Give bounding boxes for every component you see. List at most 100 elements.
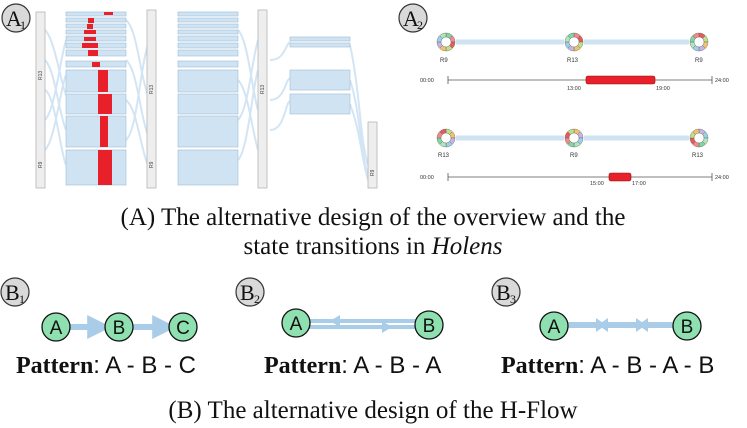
timeline-range-start: 13:00	[567, 86, 581, 92]
pattern-b2-label: Pattern	[264, 353, 341, 379]
panel-b1: B 1 A B C Pattern: A - B - C	[0, 277, 198, 379]
panel-a1: A 1	[1, 3, 378, 189]
hflow-node-c: C	[168, 312, 198, 342]
overview-column-3	[289, 36, 351, 115]
hflow-node-label: B	[113, 318, 126, 339]
overview-axis-labels: R13 R9 R13 R9 R13 R9	[38, 71, 376, 176]
ring-center	[693, 132, 705, 144]
hflow-node-a: A	[281, 308, 311, 338]
overview-axis-label: R9	[370, 169, 376, 176]
timeline-range-bar	[585, 75, 656, 85]
region-ring-icon	[564, 128, 584, 148]
overview-axis-2	[146, 9, 157, 189]
hflow-node-label: A	[50, 318, 63, 339]
caption-b: (B) The alternative design of the H-Flow	[168, 397, 577, 424]
badge-b2: B 2	[235, 277, 265, 307]
timeline-start-label: 00:00	[420, 175, 434, 181]
pattern-b2: Pattern: A - B - A	[264, 352, 441, 379]
badge-b1-letter: B	[5, 280, 20, 305]
ring-label: R13	[692, 153, 704, 159]
hflow-edge-bidirectional	[306, 315, 416, 333]
overview-axes	[35, 9, 378, 189]
ring-label: R9	[440, 58, 448, 64]
badge-b3-letter: B	[496, 280, 511, 305]
timeline-start-label: 00:00	[420, 78, 434, 84]
ring-center	[693, 36, 705, 48]
timeline-end-label: 24:00	[715, 78, 729, 84]
badge-a1-index: 1	[20, 18, 26, 32]
hflow-node-a: A	[41, 312, 71, 342]
badge-a2: A 2	[398, 3, 428, 33]
region-ring-icon	[436, 32, 456, 52]
caption-a-line-2: state transitions in Holens	[244, 233, 503, 260]
hflow-node-label: A	[290, 314, 303, 335]
overview-column-2	[177, 11, 239, 186]
overview-axis-label: R9	[38, 161, 44, 168]
badge-b2-index: 2	[254, 292, 260, 306]
badge-b1-index: 1	[19, 292, 25, 306]
timeline-end-label: 24:00	[715, 175, 729, 181]
region-ring-icon	[689, 128, 709, 148]
hflow-node-label: B	[681, 317, 694, 338]
timeline-range-end: 19:00	[656, 86, 670, 92]
caption-a-line-1: (A) The alternative design of the overvi…	[121, 204, 626, 231]
hflow-node-b: B	[414, 310, 444, 340]
badge-b2-letter: B	[240, 280, 255, 305]
hflow-node-label: B	[423, 316, 436, 337]
pattern-b3: Pattern: A - B - A - B	[501, 352, 714, 379]
badge-a2-letter: A	[403, 6, 419, 31]
pattern-b3-sequence: : A - B - A - B	[578, 352, 714, 379]
pattern-b3-label: Pattern	[501, 353, 578, 379]
timeline-row-2: 00:00 24:00 15:00 17:00	[420, 172, 729, 187]
ring-center	[568, 132, 580, 144]
overview-axis-3	[257, 9, 268, 189]
hflow-node-label: A	[548, 317, 561, 338]
pattern-b2-sequence: : A - B - A	[341, 352, 441, 379]
hflow-node-label: C	[176, 318, 190, 339]
hflow-edge-multi	[568, 318, 674, 332]
transition-rings	[436, 32, 709, 148]
timeline-row-1: 00:00 24:00 13:00 19:00	[420, 75, 729, 92]
badge-b1: B 1	[0, 277, 30, 307]
ring-center	[440, 132, 452, 144]
overview-axis-label: R13	[260, 85, 266, 94]
pattern-b1-label: Pattern	[16, 353, 93, 379]
pattern-b1-sequence: : A - B - C	[93, 352, 196, 379]
badge-b3: B 3	[491, 277, 521, 307]
caption-a-line-2-italic: Holens	[431, 233, 503, 260]
badge-b3-index: 3	[510, 292, 516, 306]
ring-label: R13	[567, 58, 579, 64]
pattern-b1: Pattern: A - B - C	[16, 352, 196, 379]
overview-axis-1	[35, 11, 46, 189]
timeline-range-end: 17:00	[632, 181, 646, 187]
overview-axis-4	[367, 121, 378, 189]
panel-a2: A 2 R9 R13 R9 R13 R9 R13	[398, 3, 729, 187]
region-ring-icon	[689, 32, 709, 52]
timeline-range-bar	[608, 172, 632, 182]
timeline-range-start: 15:00	[590, 181, 604, 187]
overview-axis-label: R13	[149, 85, 155, 94]
overview-axis-label: R9	[149, 161, 155, 168]
panel-b3: B 3 A B Pattern: A - B - A - B	[491, 277, 714, 379]
overview-column-1-highlights	[82, 12, 113, 185]
badge-a1: A 1	[1, 3, 31, 33]
caption-a-line-2-text: state transitions in	[244, 233, 432, 260]
hflow-node-b: B	[672, 311, 702, 341]
ring-label: R9	[570, 153, 578, 159]
overview-axis-label: R13	[38, 71, 44, 80]
ring-center	[440, 36, 452, 48]
transition-row-1-labels: R9 R13 R9	[440, 58, 703, 64]
badge-a2-index: 2	[417, 18, 423, 32]
hflow-node-b: B	[104, 312, 134, 342]
ring-center	[568, 36, 580, 48]
ring-label: R9	[695, 58, 703, 64]
panel-b2: B 2 A B Pattern: A - B - A	[235, 277, 444, 379]
region-ring-icon	[436, 128, 456, 148]
badge-a1-letter: A	[6, 6, 22, 31]
transition-row-2-labels: R13 R9 R13	[438, 153, 704, 159]
hflow-node-a: A	[539, 311, 569, 341]
ring-label: R13	[438, 153, 450, 159]
region-ring-icon	[564, 32, 584, 52]
